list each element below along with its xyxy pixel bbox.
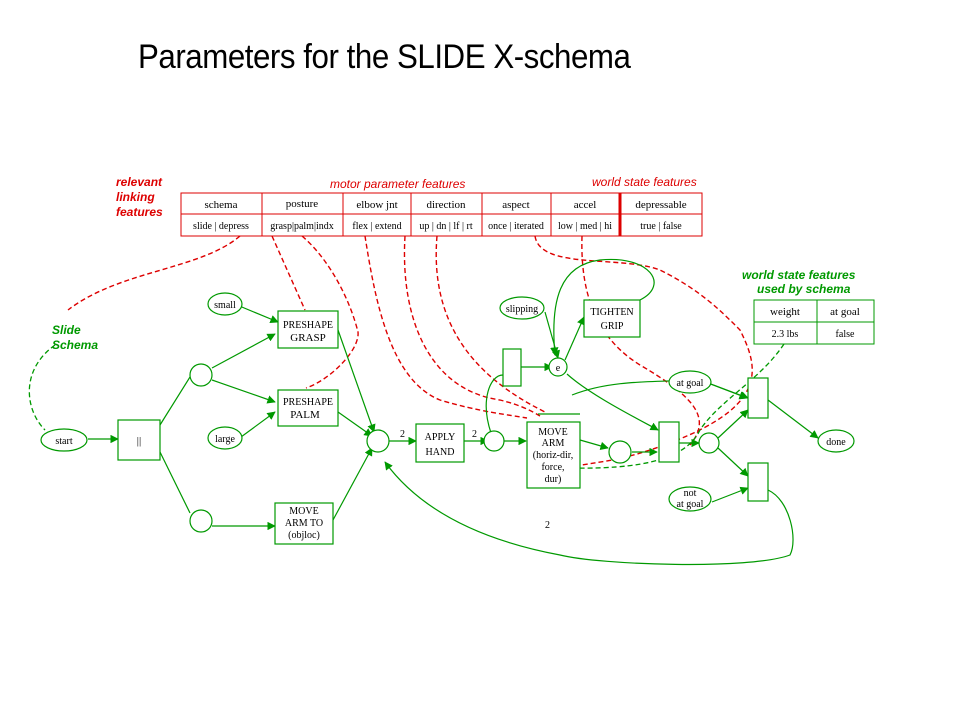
value-depressable: true | false (640, 221, 682, 232)
transition-not-at-goal (747, 462, 769, 502)
svg-text:(objloc): (objloc) (288, 530, 320, 541)
svg-text:GRIP: GRIP (601, 321, 624, 332)
world-state-table: weight at goal 2.3 lbs false (753, 299, 875, 345)
header-depressable: depressable (635, 199, 686, 211)
header-aspect: aspect (502, 199, 529, 211)
place-small-branch (189, 363, 213, 387)
svg-text:(horiz-dir,: (horiz-dir, (533, 450, 573, 461)
schema-label: Schema (52, 338, 98, 352)
value-direction: up | dn | lf | rt (419, 221, 472, 232)
used-by-schema-label: used by schema (757, 282, 851, 296)
svg-text:APPLY: APPLY (425, 432, 456, 443)
place-small: small (207, 292, 243, 316)
action-preshape-palm: PRESHAPE PALM (277, 389, 339, 427)
action-preshape-grasp: PRESHAPE GRASP (277, 310, 339, 349)
place-move-out (608, 440, 632, 464)
transition-goal-check (658, 421, 680, 463)
svg-text:start: start (55, 436, 72, 447)
slide-label: Slide (52, 323, 81, 337)
transition-fork: || (117, 419, 161, 461)
weight-label-3: 2 (545, 520, 550, 531)
svg-text:at goal: at goal (677, 499, 704, 510)
header-weight: weight (770, 306, 800, 318)
svg-text:PRESHAPE: PRESHAPE (283, 397, 333, 408)
svg-text:not: not (684, 488, 697, 499)
svg-text:large: large (215, 434, 235, 445)
linking-lines (67, 235, 753, 467)
svg-text:PALM: PALM (290, 409, 320, 421)
features-label: features (116, 205, 163, 219)
action-tighten-grip: TIGHTEN GRIP (583, 299, 641, 338)
transition-at-goal (747, 377, 769, 419)
slide-schema-dashed-line (28, 344, 56, 431)
value-at-goal: false (836, 329, 855, 340)
weight-label-1: 2 (400, 429, 405, 440)
value-accel: low | med | hi (558, 221, 612, 232)
place-slipping: slipping (499, 296, 545, 320)
world-state-features-green-label: world state features (742, 268, 856, 282)
place-start: start (40, 428, 88, 452)
svg-text:e: e (556, 363, 561, 374)
header-accel: accel (574, 199, 597, 211)
world-state-dashed-line (569, 343, 785, 469)
place-large: large (207, 426, 243, 450)
action-apply-hand: APPLY HAND (415, 423, 465, 463)
linking-label: linking (116, 190, 155, 204)
svg-text:MOVE: MOVE (289, 506, 318, 517)
action-move-arm: MOVE ARM (horiz-dir, force, dur) (526, 421, 581, 489)
svg-text:||: || (137, 435, 141, 447)
value-weight: 2.3 lbs (772, 329, 799, 340)
svg-text:ARM: ARM (542, 438, 565, 449)
place-done: done (817, 429, 855, 453)
world-state-features-label: world state features (592, 175, 697, 189)
place-e: e (548, 357, 568, 377)
transition-slip-check (502, 348, 522, 387)
header-at-goal: at goal (830, 306, 860, 318)
feature-table: schema posture elbow jnt direction aspec… (180, 192, 703, 237)
svg-text:GRASP: GRASP (290, 332, 325, 344)
svg-text:HAND: HAND (426, 447, 455, 458)
svg-text:PRESHAPE: PRESHAPE (283, 320, 333, 331)
header-elbow-jnt: elbow jnt (356, 199, 397, 211)
svg-text:MOVE: MOVE (538, 427, 567, 438)
place-at-goal: at goal (668, 370, 712, 394)
header-direction: direction (426, 199, 466, 211)
place-move-branch (189, 509, 213, 533)
svg-text:done: done (826, 437, 846, 448)
svg-text:dur): dur) (545, 474, 562, 485)
svg-text:TIGHTEN: TIGHTEN (590, 307, 633, 318)
motor-parameter-features-label: motor parameter features (330, 177, 465, 191)
page-title: Parameters for the SLIDE X-schema (138, 38, 631, 76)
weight-label-2: 2 (472, 429, 477, 440)
place-not-at-goal: not at goal (668, 486, 712, 512)
header-posture: posture (286, 198, 319, 210)
value-schema: slide | depress (193, 221, 249, 232)
svg-text:slipping: slipping (506, 304, 538, 315)
svg-text:force,: force, (541, 462, 564, 473)
place-check (698, 432, 720, 454)
network-arcs (88, 258, 819, 566)
svg-text:ARM TO: ARM TO (285, 518, 323, 529)
relevant-label: relevant (116, 175, 163, 189)
header-schema: schema (205, 199, 238, 211)
value-posture: grasp|palm|indx (270, 221, 333, 232)
value-elbow-jnt: flex | extend (352, 221, 401, 232)
svg-text:small: small (214, 300, 236, 311)
action-move-arm-to: MOVE ARM TO (objloc) (274, 502, 334, 545)
value-aspect: once | iterated (488, 221, 544, 232)
svg-text:at goal: at goal (677, 378, 704, 389)
place-apply-out (483, 430, 505, 452)
place-join (366, 429, 390, 453)
